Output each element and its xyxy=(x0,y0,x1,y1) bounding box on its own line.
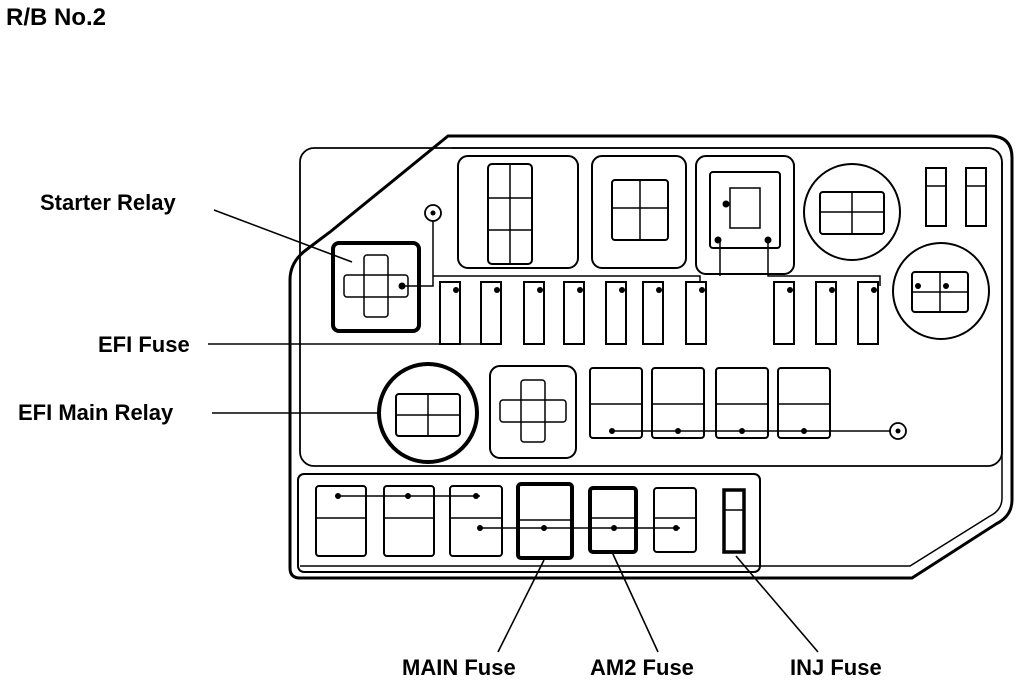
starter-relay-label: Starter Relay xyxy=(40,190,177,215)
efi-fuse-label: EFI Fuse xyxy=(98,332,190,357)
top-relay-1 xyxy=(457,155,579,269)
starter-relay-leader xyxy=(213,209,353,263)
lower-fuse-tray xyxy=(297,473,761,573)
efi-main-relay-label: EFI Main Relay xyxy=(18,400,174,425)
middle-fuse-row xyxy=(439,281,879,345)
top-relay-2 xyxy=(591,155,687,269)
lower-fuse-small xyxy=(653,487,697,553)
cross-relay xyxy=(489,365,577,459)
right-round-relay xyxy=(892,242,990,340)
main-fuse-leader xyxy=(497,559,545,653)
efi-main-relay xyxy=(377,362,479,464)
inj-fuse xyxy=(722,488,746,554)
upper-panel xyxy=(299,147,1003,467)
top-small-fuses xyxy=(925,167,987,227)
main-fuse-label: MAIN Fuse xyxy=(402,655,516,680)
mounting-hole-left xyxy=(424,204,442,222)
main-fuse xyxy=(516,482,574,560)
large-fuse-row xyxy=(589,367,831,439)
top-relay-3 xyxy=(695,155,795,275)
am2-fuse xyxy=(588,486,638,554)
mounting-hole-right xyxy=(889,422,907,440)
relay-block-housing xyxy=(288,134,1014,580)
lower-fuse-row xyxy=(315,485,503,557)
inj-fuse-leader xyxy=(735,555,819,653)
starter-relay xyxy=(331,241,421,333)
relay-block-inner-edge xyxy=(300,147,1003,567)
inj-fuse-label: INJ Fuse xyxy=(790,655,882,680)
top-round-relay xyxy=(803,163,901,261)
am2-fuse-label: AM2 Fuse xyxy=(590,655,694,680)
am2-fuse-leader xyxy=(611,551,659,653)
diagram-title: R/B No.2 xyxy=(6,4,106,31)
